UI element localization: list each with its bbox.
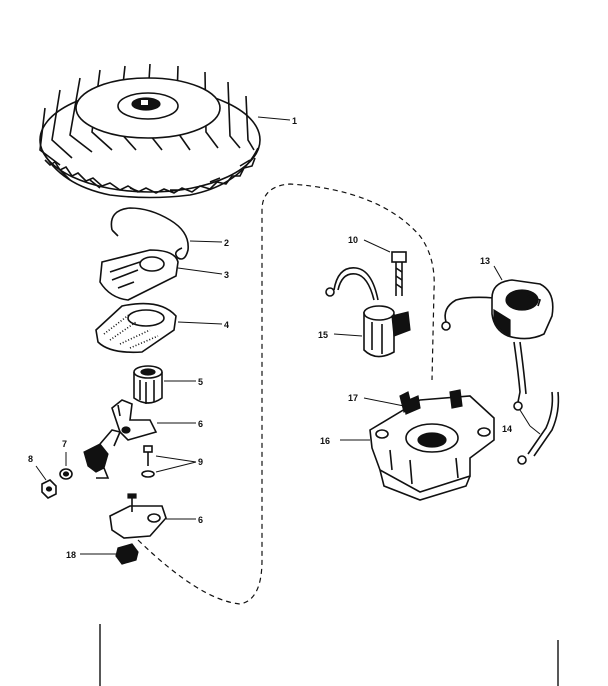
breaker-points-part: [83, 429, 122, 479]
armature-bracket-part: [111, 399, 158, 441]
armature-plate-part: [109, 493, 167, 539]
callout-16: 16: [320, 436, 330, 446]
nut-part: [41, 479, 57, 499]
ignition-leads-part: [513, 341, 560, 465]
lock-washer-part: [59, 468, 73, 480]
callout-15: 15: [318, 330, 328, 340]
callout-13: 13: [480, 256, 490, 266]
bushing-part: [133, 365, 163, 404]
callout-3: 3: [224, 270, 229, 280]
screw-part: [391, 251, 407, 296]
callout-14: 14: [502, 424, 512, 434]
assembly-dashed-boundary: [137, 183, 435, 605]
flywheel-part: [39, 63, 261, 199]
screw-washer-part: [141, 445, 155, 478]
key-plate-part: [99, 249, 179, 301]
stator-base-part: [369, 389, 495, 501]
callout-8: 8: [28, 454, 33, 464]
spring-part: [110, 207, 189, 260]
callout-2: 2: [224, 238, 229, 248]
callout-10: 10: [348, 235, 358, 245]
felt-washer-part: [95, 302, 177, 354]
callout-6-plate: 6: [198, 515, 203, 525]
callout-17: 17: [348, 393, 358, 403]
wire-clip-part: [115, 543, 139, 565]
callout-6-bracket: 6: [198, 419, 203, 429]
callout-5: 5: [198, 377, 203, 387]
callout-4: 4: [224, 320, 229, 330]
callout-9: 9: [198, 457, 203, 467]
condenser-part: [325, 267, 411, 358]
ignition-coil-part: [441, 279, 554, 340]
callout-18: 18: [66, 550, 76, 560]
callout-7: 7: [62, 439, 67, 449]
callout-1: 1: [292, 116, 297, 126]
